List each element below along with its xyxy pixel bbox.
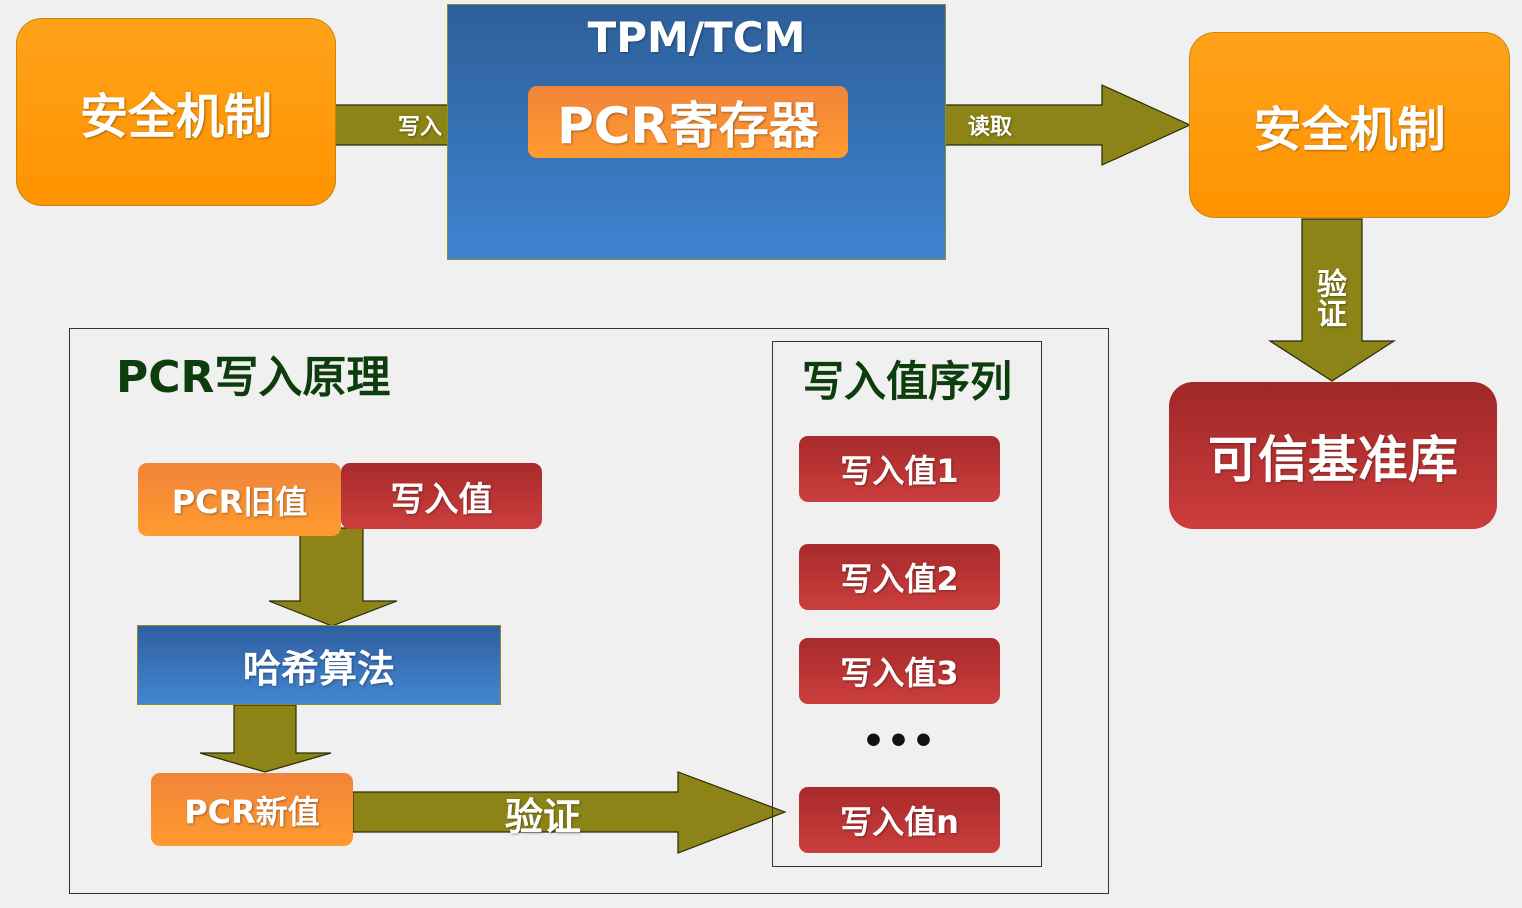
tpm-tcm-title: TPM/TCM: [587, 12, 806, 62]
verify-arrow-label: 验证: [504, 794, 581, 839]
security-mechanism-left: 安全机制: [16, 18, 336, 206]
pcr-write-principle-title: PCR写入原理: [116, 352, 391, 403]
write-value: 写入值: [341, 463, 542, 529]
sequence-item: 写入值2: [799, 544, 1000, 610]
pcr-new-value: PCR新值: [151, 773, 353, 846]
read-arrow-label: 读取: [967, 115, 1012, 140]
pcr-register: PCR寄存器: [528, 86, 848, 158]
sequence-item-last: 写入值n: [799, 787, 1000, 853]
write-arrow-label: 写入: [397, 115, 442, 140]
verify-down-arrow: [1267, 218, 1397, 382]
old-to-hash-arrow: [268, 527, 398, 627]
hash-algorithm: 哈希算法: [137, 625, 501, 705]
trusted-baseline-db: 可信基准库: [1169, 382, 1497, 529]
pcr-write-principle-frame: [69, 328, 1109, 894]
sequence-item: 写入值1: [799, 436, 1000, 502]
pcr-old-value: PCR旧值: [138, 463, 341, 536]
verify-vertical-label: 验证: [1311, 268, 1346, 328]
verify-right-arrow: [352, 771, 787, 854]
write-value-sequence-frame: [772, 341, 1042, 867]
write-value-sequence-title: 写入值序列: [801, 356, 1012, 406]
sequence-item: 写入值3: [799, 638, 1000, 704]
sequence-ellipsis: •••: [861, 720, 938, 762]
hash-to-new-arrow: [199, 704, 332, 773]
security-mechanism-right: 安全机制: [1189, 32, 1510, 218]
